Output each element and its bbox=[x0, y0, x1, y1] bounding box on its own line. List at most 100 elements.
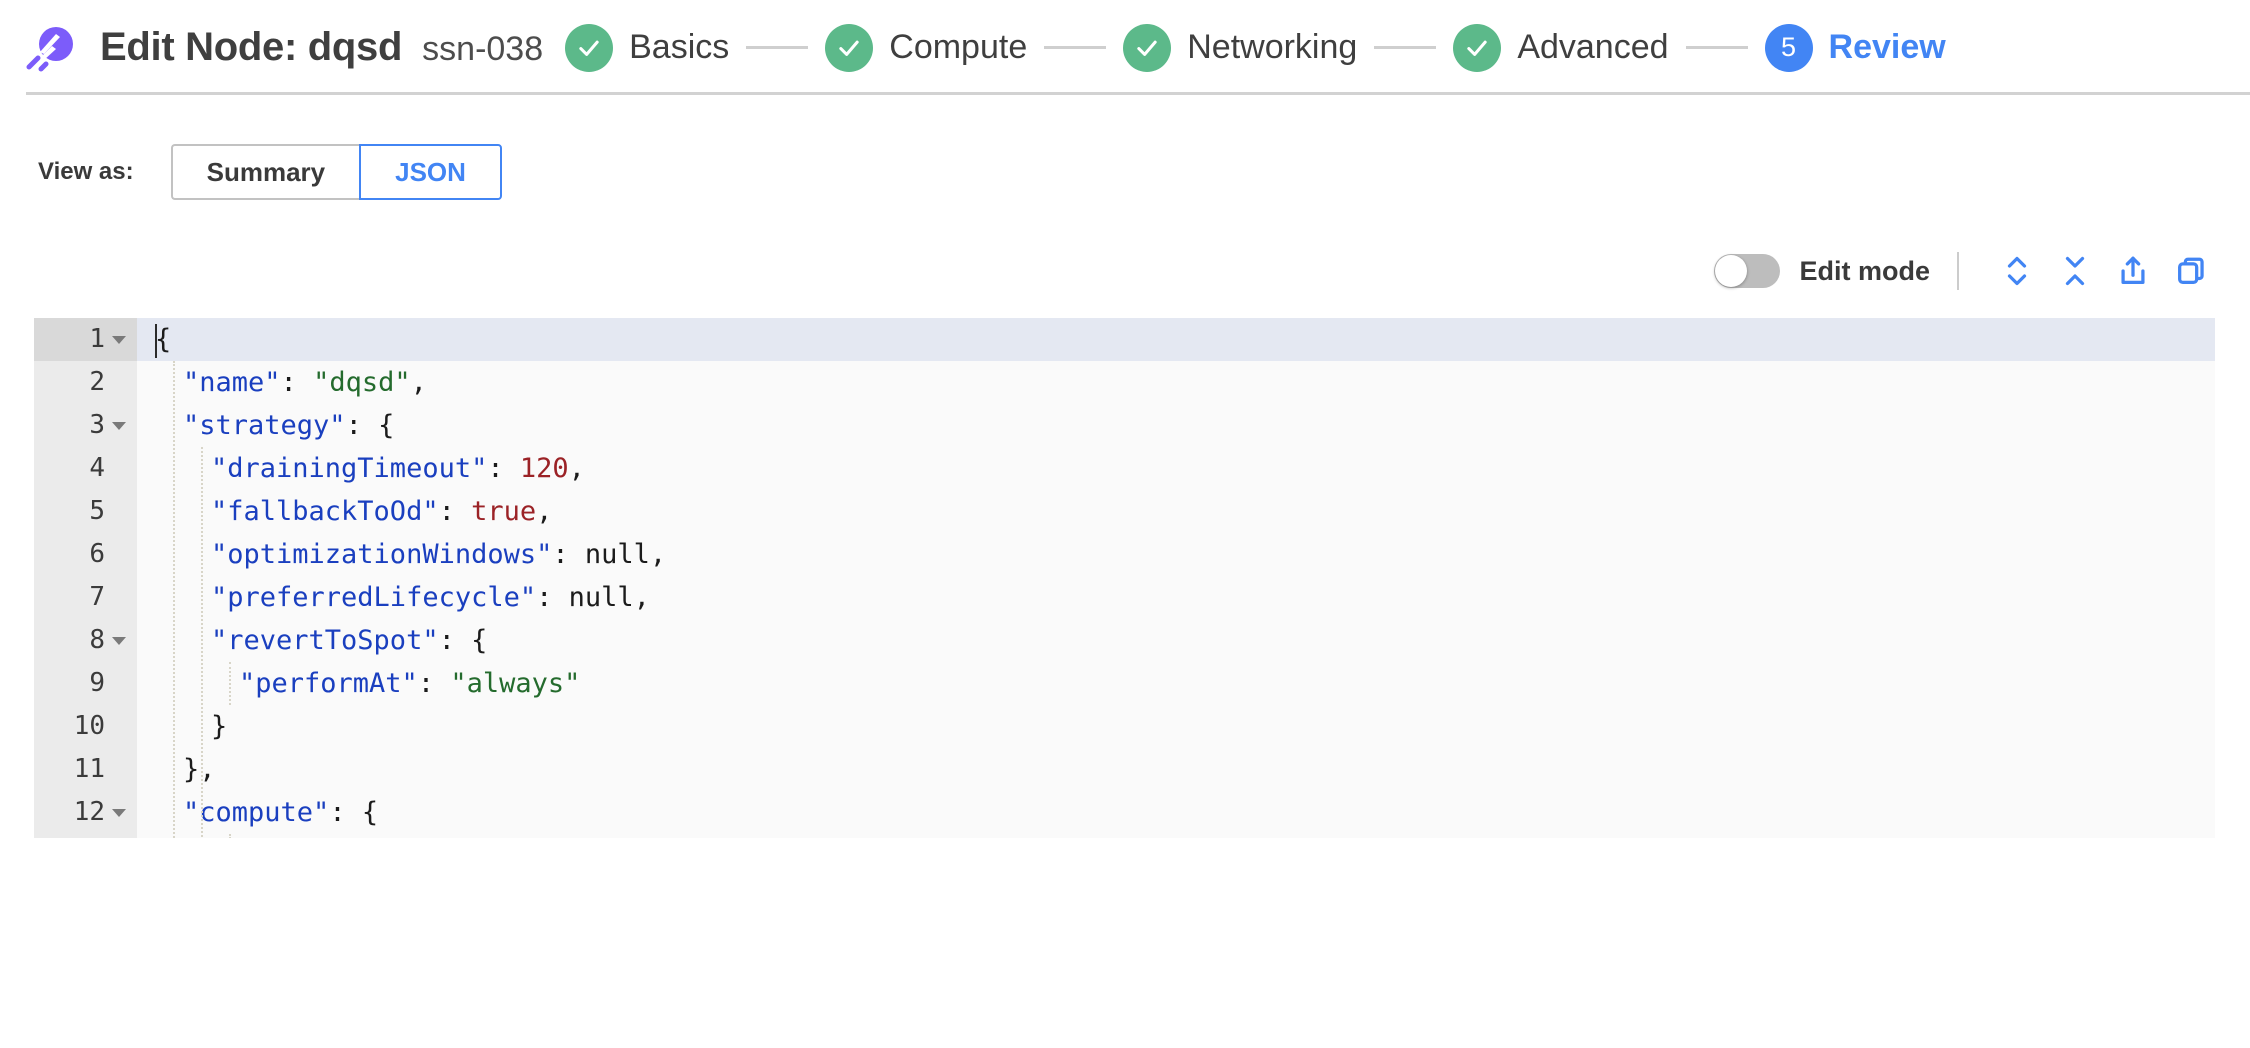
code-line[interactable]: 12 "compute": { bbox=[34, 791, 2215, 834]
line-number-gutter: 2 bbox=[34, 361, 137, 404]
code-line[interactable]: 3"strategy": { bbox=[34, 404, 2215, 447]
code-line[interactable]: 5 "fallbackToOd": true, bbox=[34, 490, 2215, 533]
token-p: }, bbox=[183, 754, 216, 785]
code-line[interactable]: 1{ bbox=[34, 318, 2215, 361]
view-as-summary-button[interactable]: Summary bbox=[170, 144, 360, 200]
step-networking-marker bbox=[1123, 23, 1172, 72]
fold-toggle-icon[interactable] bbox=[107, 636, 131, 645]
step-compute-marker bbox=[825, 23, 874, 72]
step-advanced-label: Advanced bbox=[1517, 28, 1669, 66]
token-p: : bbox=[438, 496, 472, 527]
token-p: : { bbox=[345, 410, 395, 441]
code-content: "drainingTimeout": 120, bbox=[137, 447, 2215, 490]
fold-toggle-icon[interactable] bbox=[107, 335, 131, 344]
line-number: 12 bbox=[73, 797, 105, 827]
code-line[interactable]: 4 "drainingTimeout": 120, bbox=[34, 447, 2215, 490]
code-line[interactable]: 8 "revertToSpot": { bbox=[34, 619, 2215, 662]
line-number: 7 bbox=[89, 582, 105, 612]
code-content: "performAt": "always" bbox=[137, 662, 2215, 705]
token-p: , bbox=[536, 496, 553, 527]
step-networking-label: Networking bbox=[1187, 28, 1358, 66]
token-k: "preferredLifecycle" bbox=[211, 582, 537, 613]
code-content: } bbox=[137, 705, 2215, 748]
page-subtitle: ssn-038 bbox=[422, 30, 544, 68]
step-advanced[interactable]: Advanced bbox=[1453, 23, 1669, 72]
code-content: "compute": { bbox=[137, 791, 2215, 834]
step-basics-marker bbox=[565, 23, 614, 72]
line-number: 9 bbox=[89, 668, 105, 698]
step-networking[interactable]: Networking bbox=[1123, 23, 1358, 72]
edit-mode-toggle[interactable] bbox=[1714, 254, 1781, 288]
check-icon bbox=[1467, 40, 1487, 56]
header-title-group: Edit Node: dqsd ssn-038 bbox=[100, 25, 543, 70]
json-editor[interactable]: 1{2"name": "dqsd",3"strategy": {4"draini… bbox=[34, 318, 2215, 838]
step-review[interactable]: 5 Review bbox=[1764, 23, 1946, 72]
line-number: 8 bbox=[89, 625, 105, 655]
header-divider bbox=[26, 92, 2250, 95]
check-icon bbox=[579, 40, 599, 56]
line-number-gutter: 1 bbox=[34, 318, 137, 361]
token-k: "name" bbox=[183, 367, 281, 398]
token-k: "revertToSpot" bbox=[211, 625, 439, 656]
view-as-label: View as: bbox=[38, 158, 134, 185]
code-line[interactable]: 10} bbox=[34, 705, 2215, 748]
code-content: }, bbox=[137, 748, 2215, 791]
edit-mode-toggle-knob bbox=[1715, 255, 1748, 287]
wizard-stepper: Basics Compute Networking bbox=[565, 23, 1946, 72]
step-review-label: Review bbox=[1828, 28, 1946, 66]
edit-mode-label: Edit mode bbox=[1799, 255, 1930, 286]
line-number: 11 bbox=[73, 754, 105, 784]
token-p: : bbox=[417, 668, 451, 699]
token-k: "drainingTimeout" bbox=[211, 453, 488, 484]
step-basics[interactable]: Basics bbox=[565, 23, 730, 72]
token-k: "strategy" bbox=[183, 410, 346, 441]
line-number-gutter: 10 bbox=[34, 705, 137, 748]
line-number: 2 bbox=[89, 367, 105, 397]
step-review-marker: 5 bbox=[1764, 23, 1813, 72]
code-line[interactable]: 13"vmSizes": { bbox=[34, 834, 2215, 838]
code-line[interactable]: 11}, bbox=[34, 748, 2215, 791]
editor-toolbar: Edit mode bbox=[0, 244, 2250, 298]
line-number-gutter: 3 bbox=[34, 404, 137, 447]
collapse-all-icon[interactable] bbox=[2048, 248, 2102, 294]
step-review-number: 5 bbox=[1781, 32, 1797, 62]
token-p: : bbox=[487, 453, 520, 484]
code-line[interactable]: 9 "performAt": "always" bbox=[34, 662, 2215, 705]
token-p: : bbox=[280, 367, 314, 398]
line-number-gutter: 9 bbox=[34, 662, 137, 705]
line-number-gutter: 11 bbox=[34, 748, 137, 791]
line-number-gutter: 13 bbox=[34, 834, 137, 838]
line-number: 5 bbox=[89, 496, 105, 526]
page-title: Edit Node: dqsd bbox=[100, 25, 403, 69]
code-content: "preferredLifecycle": null, bbox=[137, 576, 2215, 619]
code-content: "strategy": { bbox=[137, 404, 2215, 447]
app-header: Edit Node: dqsd ssn-038 Basics Compute bbox=[0, 0, 2250, 95]
code-line[interactable]: 2 "name": "dqsd", bbox=[34, 361, 2215, 404]
code-content: { bbox=[137, 318, 2215, 361]
step-connector bbox=[1685, 46, 1748, 49]
code-line[interactable]: 6"optimizationWindows": null, bbox=[34, 533, 2215, 576]
step-compute[interactable]: Compute bbox=[825, 23, 1027, 72]
line-number-gutter: 12 bbox=[34, 791, 137, 834]
fold-toggle-icon[interactable] bbox=[107, 421, 131, 430]
line-number-gutter: 4 bbox=[34, 447, 137, 490]
token-p: , bbox=[568, 453, 585, 484]
check-icon bbox=[1137, 40, 1157, 56]
code-line[interactable]: 7 "preferredLifecycle": null, bbox=[34, 576, 2215, 619]
copy-icon[interactable] bbox=[2164, 248, 2218, 294]
token-k: "performAt" bbox=[239, 668, 418, 699]
line-number-gutter: 6 bbox=[34, 533, 137, 576]
text-cursor bbox=[155, 323, 157, 358]
share-icon[interactable] bbox=[2106, 248, 2160, 294]
code-content: "name": "dqsd", bbox=[137, 361, 2215, 404]
indent-guide bbox=[229, 834, 231, 838]
expand-all-icon[interactable] bbox=[1990, 248, 2044, 294]
code-content: "fallbackToOd": true, bbox=[137, 490, 2215, 533]
code-content: "optimizationWindows": null, bbox=[137, 533, 2215, 576]
step-basics-label: Basics bbox=[629, 28, 730, 66]
token-p: , bbox=[410, 367, 427, 398]
line-number: 4 bbox=[89, 453, 105, 483]
code-content: "revertToSpot": { bbox=[137, 619, 2215, 662]
view-as-json-button[interactable]: JSON bbox=[359, 144, 502, 200]
fold-toggle-icon[interactable] bbox=[107, 808, 131, 817]
